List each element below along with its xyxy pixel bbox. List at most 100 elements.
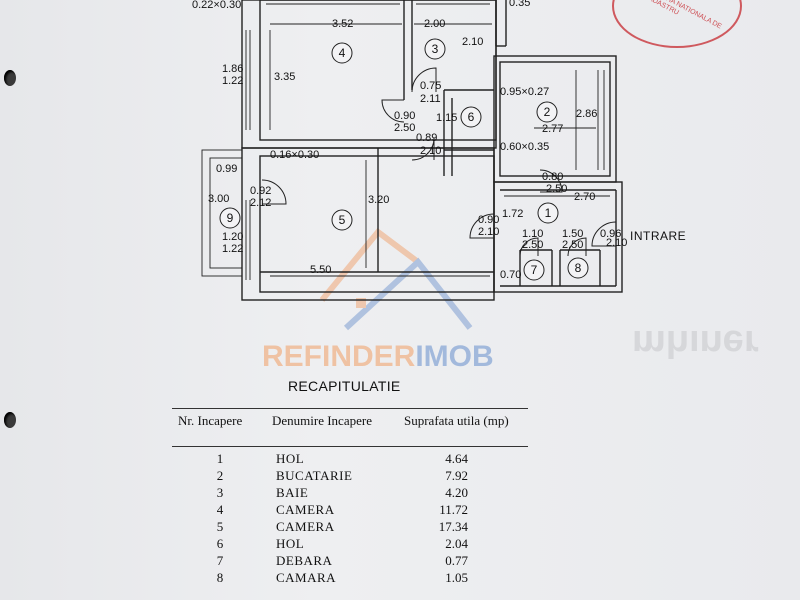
- dimension-label: 2.10: [420, 145, 441, 157]
- cell-nr: 7: [216, 553, 224, 568]
- room-number: 8: [575, 261, 582, 275]
- cell-nr: 2: [216, 468, 224, 483]
- dimension-label: 0.80: [542, 171, 563, 183]
- dimension-label: 0.95×0.27: [500, 86, 549, 98]
- cell-name: CAMARA: [276, 570, 337, 585]
- table-row: 4 CAMERA 11.72: [0, 502, 800, 519]
- dimension-label: 0.70: [500, 269, 521, 281]
- dimension-label: 3.20: [368, 194, 389, 206]
- table-row: 6 HOL 2.04: [0, 536, 800, 553]
- cell-name: DEBARA: [276, 553, 333, 568]
- dimension-label: 0.96: [600, 228, 621, 240]
- cell-name: HOL: [276, 536, 305, 551]
- room-number: 1: [545, 206, 552, 220]
- dimension-label: 0.60×0.35: [500, 141, 549, 153]
- cell-name: CAMERA: [276, 502, 335, 517]
- dimension-label: 2.10: [462, 36, 483, 48]
- dimension-label: 2.50: [394, 122, 415, 134]
- door-swings: [261, 67, 617, 257]
- dimension-label: 2.10: [478, 226, 499, 238]
- dimension-label: 0.75: [420, 80, 441, 92]
- table-row: 1 HOL 4.64: [0, 451, 800, 468]
- header-name: Denumire Incapere: [272, 413, 372, 428]
- dimension-label: 0.92: [250, 185, 271, 197]
- dimension-label: 1.10: [522, 228, 543, 240]
- dimension-label: 1.22: [222, 243, 243, 255]
- dimension-label: 1.50: [562, 228, 583, 240]
- dimension-label: 2.00: [424, 18, 445, 30]
- cell-nr: 6: [216, 536, 224, 551]
- cell-nr: 8: [216, 570, 224, 585]
- table-row: 3 BAIE 4.20: [0, 485, 800, 502]
- cell-name: BUCATARIE: [276, 468, 353, 483]
- cell-area: 17.34: [438, 519, 468, 534]
- cell-area: 4.20: [445, 485, 468, 500]
- table-header-rule: [172, 446, 528, 447]
- dimension-label: 2.11: [420, 93, 441, 105]
- dimension-label: 1.15: [436, 112, 457, 124]
- dimension-label: 3.00: [208, 193, 229, 205]
- cell-nr: 5: [216, 519, 224, 534]
- cell-area: 2.04: [445, 536, 468, 551]
- dimension-label: 1.20: [222, 231, 243, 243]
- punch-hole-top: [4, 70, 16, 86]
- cell-nr: 3: [216, 485, 224, 500]
- header-nr: Nr. Incapere: [178, 413, 243, 428]
- room-number: 3: [432, 42, 439, 56]
- cell-name: HOL: [276, 451, 305, 466]
- room-markers: 4 3 2 6 5 9 1 7 8: [219, 38, 589, 281]
- cell-area: 7.92: [445, 468, 468, 483]
- watermark-text: REFINDERIMOB: [262, 340, 494, 374]
- dimension-label: 3.52: [332, 18, 353, 30]
- dimension-label: 2.86: [576, 108, 597, 120]
- cell-area: 1.05: [445, 570, 468, 585]
- cell-nr: 4: [216, 502, 224, 517]
- dimension-label: 2.50: [522, 239, 543, 251]
- cell-area: 4.64: [445, 451, 468, 466]
- table-top-rule: [172, 408, 528, 409]
- watermark-part1: REFINDER: [262, 340, 416, 373]
- dimension-label: 2.50: [562, 239, 583, 251]
- punch-hole-bottom: [4, 412, 16, 428]
- dimension-label: 0.89: [416, 132, 437, 144]
- table-row: 7 DEBARA 0.77: [0, 553, 800, 570]
- table-row: 8 CAMARA 1.05: [0, 570, 800, 587]
- cell-name: CAMERA: [276, 519, 335, 534]
- cell-area: 11.72: [439, 502, 468, 517]
- walls: [201, 0, 623, 301]
- room-number: 4: [339, 46, 346, 60]
- dimension-label: 0.22×0.30: [192, 0, 241, 11]
- room-number: 6: [468, 110, 475, 124]
- room-number: 2: [544, 105, 551, 119]
- dimension-label: 5.50: [310, 264, 331, 276]
- dimension-label: 2.12: [250, 197, 271, 209]
- dimension-label: 0.16×0.30: [270, 149, 319, 161]
- dimension-label: 1.86: [222, 63, 243, 75]
- watermark-logo-icon: [319, 227, 473, 331]
- room-number: 5: [339, 213, 346, 227]
- table-row: 2 BUCATARIE 7.92: [0, 468, 800, 485]
- header-area: Suprafata utila (mp): [404, 413, 509, 428]
- dimension-label: 2.70: [574, 191, 595, 203]
- room-number: 7: [531, 263, 538, 277]
- room-number: 9: [227, 211, 234, 225]
- dimension-label: 1.22: [222, 75, 243, 87]
- cell-nr: 1: [216, 451, 224, 466]
- dimension-label: 0.90: [394, 110, 415, 122]
- dimension-label: 0.90: [478, 214, 499, 226]
- dimension-labels: 0.22×0.30 3.52 2.00 0.35 2.10 1.86 1.22 …: [192, 0, 627, 281]
- cell-area: 0.77: [445, 553, 468, 568]
- entrance-label: INTRARE: [630, 229, 686, 243]
- cell-name: BAIE: [276, 485, 309, 500]
- watermark-part2: IMOB: [415, 340, 494, 373]
- dimension-label: 3.35: [274, 71, 295, 83]
- dimension-label: 0.35: [509, 0, 530, 9]
- table-row: 5 CAMERA 17.34: [0, 519, 800, 536]
- dimension-label: 1.72: [502, 208, 523, 220]
- dimension-label: 2.10: [606, 237, 627, 249]
- dimension-label: 2.77: [542, 123, 563, 135]
- dimension-label: 0.99: [216, 163, 237, 175]
- dimension-label: 2.50: [546, 183, 567, 195]
- recap-title: RECAPITULATIE: [288, 378, 401, 394]
